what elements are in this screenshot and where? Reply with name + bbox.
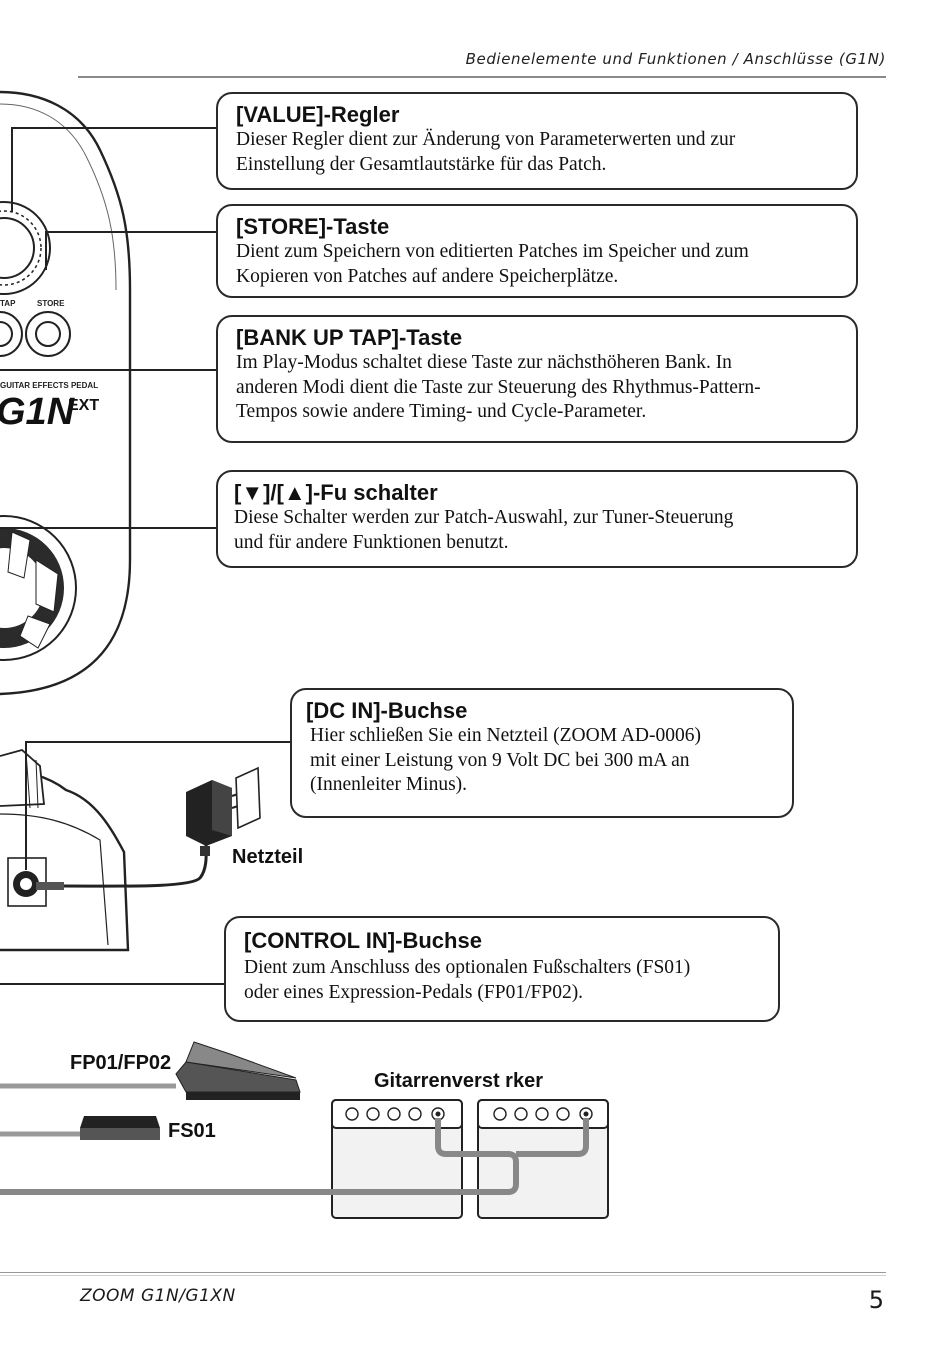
footswitch-fs01 [0,1116,160,1140]
logo-ext: EXT [68,397,99,414]
footswitch-graphic [0,515,77,661]
value-knob [0,201,51,295]
amplifier-left [331,1099,463,1219]
callout-bank-up-tap-button: [BANK UP TAP]-Taste Im Play-Modus schalt… [216,315,858,443]
expression-pedal [0,1041,301,1100]
callout-text-line: und für andere Funktionen benutzt. [234,531,509,553]
expression-pedal-label: FP01/FP02 [70,1052,172,1074]
footer-rule [0,1272,886,1273]
leader-value [11,127,216,212]
amp-cable-link [516,1118,589,1157]
running-header: Bedienelemente und Funktionen / Anschlüs… [465,50,886,68]
page-number: 5 [868,1286,884,1314]
callout-dc-in-jack: [DC IN]-Buchse Hier schließen Sie ein Ne… [290,688,794,818]
callout-text-line: Dient zum Speichern von editierten Patch… [236,241,749,262]
callout-text-line: Diese Schalter werden zur Patch-Auswahl,… [234,507,734,528]
store-button [25,311,71,357]
button-label-store: STORE [37,299,65,308]
callout-text-line: anderen Modi dient die Taste zur Steueru… [236,376,761,398]
header-rule [78,76,886,78]
logo-main: G1N [0,391,76,433]
callout-text-line: Kopieren von Patches auf andere Speicher… [236,265,619,287]
button-label-tap: TAP [0,299,16,308]
callout-text-line: Dient zum Anschluss des optionalen Fußsc… [244,957,691,978]
adapter-label: Netzteil [232,846,304,868]
ac-adapter [186,766,261,856]
callout-text-line: Dieser Regler dient zur Änderung von Par… [236,129,736,150]
callout-text-line: Im Play-Modus schaltet diese Taste zur n… [236,352,732,373]
callout-text-line: oder eines Expression-Pedals (FP01/FP02)… [244,981,584,1003]
callout-text-line: Tempos sowie andere Timing- und Cycle-Pa… [236,401,647,422]
footswitch-label: FS01 [168,1120,216,1142]
callout-text-line: mit einer Leistung von 9 Volt DC bei 300… [310,749,690,771]
callout-title: [▼]/[▲]-Fu schalter [234,480,438,505]
callout-text-line: Einstellung der Gesamtlautstärke für das… [236,153,607,175]
callout-store-button: [STORE]-Taste Dient zum Speichern von ed… [216,204,858,298]
callout-title: [BANK UP TAP]-Taste [236,325,463,350]
logo-tagline: GUITAR EFFECTS PEDAL [0,381,98,390]
leader-dc-in [25,741,290,870]
footer-model: ZOOM G1N/G1XN [80,1286,236,1306]
callout-title: [VALUE]-Regler [236,102,400,127]
bank-up-tap-button [0,311,23,357]
callout-title: [CONTROL IN]-Buchse [244,928,482,953]
callout-title: [DC IN]-Buchse [306,698,468,723]
amplifier-right [477,1099,609,1219]
callout-title: [STORE]-Taste [236,214,390,239]
amp-cable-main [0,1118,519,1195]
callout-text-line: Hier schließen Sie ein Netzteil (ZOOM AD… [310,725,701,746]
amplifier-label: Gitarrenverst rker [374,1070,543,1092]
device-body-inner [0,103,117,291]
leader-store [45,231,216,270]
callout-text-line: (Innenleiter Minus). [310,774,468,795]
callout-control-in-jack: [CONTROL IN]-Buchse Dient zum Anschluss … [224,916,780,1022]
callout-value-knob: [VALUE]-Regler Dieser Regler dient zur Ä… [216,92,858,190]
callout-footswitches: [▼]/[▲]-Fu schalter Diese Schalter werde… [216,470,858,568]
device-body-outline [0,90,132,696]
